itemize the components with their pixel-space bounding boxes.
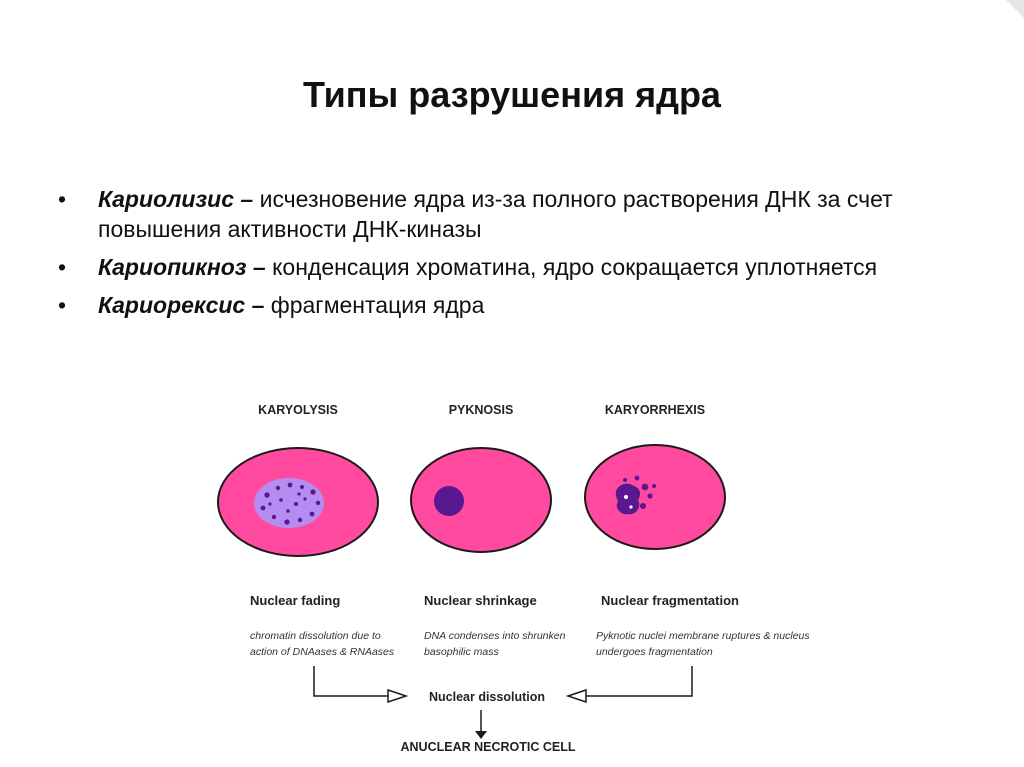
- nuclear-dissolution-label: Nuclear dissolution: [429, 690, 545, 704]
- condensed-nucleus: [434, 486, 464, 516]
- heading-karyorrhexis: KARYORRHEXIS: [605, 403, 705, 417]
- heading-karyolysis: KARYOLYSIS: [258, 403, 338, 417]
- heading-pyknosis: PYKNOSIS: [449, 403, 514, 417]
- arrow-down-icon: [475, 731, 487, 739]
- right-connector: [586, 666, 692, 696]
- arrow-left-icon: [568, 690, 586, 702]
- note-karyorrhexis-line2: undergoes fragmentation: [596, 646, 713, 658]
- label-nuclear-fading: Nuclear fading: [250, 593, 340, 608]
- label-nuclear-shrinkage: Nuclear shrinkage: [424, 593, 537, 608]
- note-karyolysis-line2: action of DNAases & RNAases: [250, 646, 395, 658]
- arrow-right-icon: [388, 690, 406, 702]
- cell-body: [585, 445, 725, 549]
- cell-body: [411, 448, 551, 552]
- karyorrhexis-cell: [585, 445, 725, 549]
- left-connector: [314, 666, 388, 696]
- note-karyorrhexis-line1: Pyknotic nuclei membrane ruptures & nucl…: [596, 630, 810, 642]
- pyknosis-cell: [411, 448, 551, 552]
- note-pyknosis-line2: basophilic mass: [424, 646, 499, 658]
- note-pyknosis-line1: DNA condenses into shrunken: [424, 630, 566, 642]
- label-nuclear-fragmentation: Nuclear fragmentation: [601, 593, 739, 608]
- note-karyolysis-line1: chromatin dissolution due to: [250, 630, 381, 642]
- anuclear-necrotic-cell-label: ANUCLEAR NECROTIC CELL: [401, 740, 576, 754]
- karyolysis-cell: [218, 448, 378, 556]
